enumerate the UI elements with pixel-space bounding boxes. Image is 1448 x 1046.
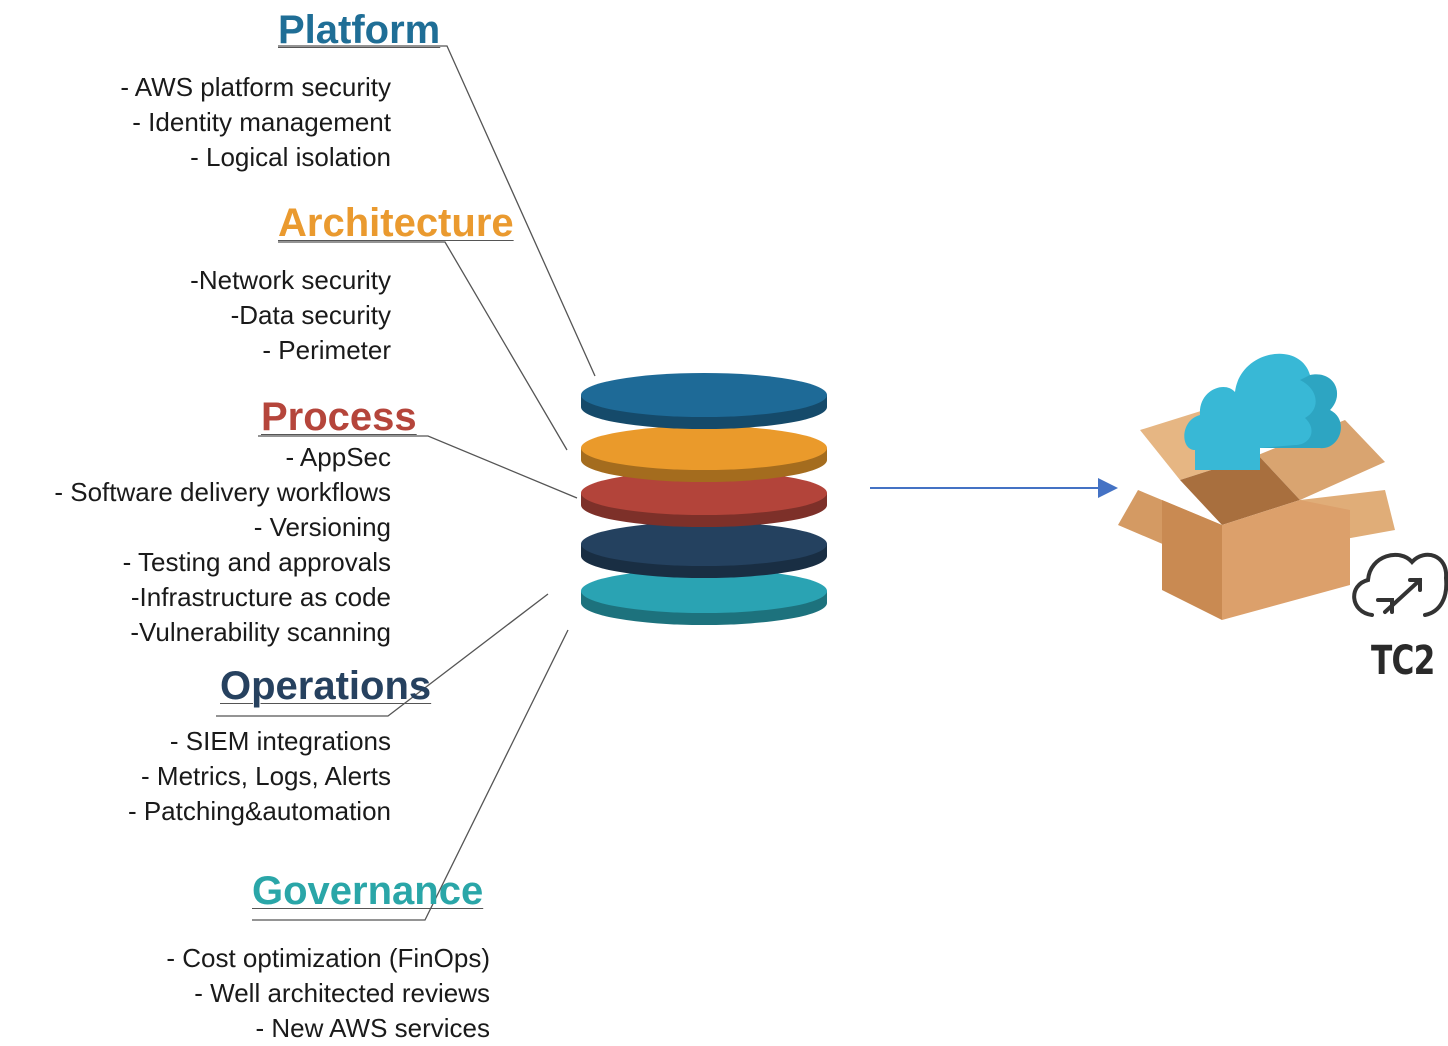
process-layer-disk [581, 471, 827, 515]
architecture-item: -Data security [230, 300, 391, 330]
governance-item: - New AWS services [255, 1013, 490, 1043]
platform-item: - Identity management [132, 107, 391, 137]
process-title: Process [261, 395, 417, 439]
governance-layer-disk [581, 569, 827, 613]
process-items: - AppSec - Software delivery workflows - V… [54, 440, 391, 650]
platform-items: - AWS platform security - Identity manage… [120, 70, 391, 175]
process-item: - Versioning [253, 512, 391, 542]
operations-items: - SIEM integrations - Metrics, Logs, Aler… [128, 724, 391, 829]
platform-heading: Platform [278, 8, 440, 52]
architecture-item: -Network security [190, 265, 391, 295]
architecture-heading: Architecture [278, 201, 514, 245]
operations-item: - SIEM integrations [169, 726, 391, 756]
architecture-items: -Network security -Data security - Perimet… [190, 263, 391, 368]
governance-item: - Cost optimization (FinOps) [166, 943, 490, 973]
platform-layer-disk [581, 373, 827, 417]
architecture-connector [278, 241, 568, 451]
process-item: - Testing and approvals [122, 547, 391, 577]
process-item: - Software delivery workflows [54, 477, 391, 507]
platform-connector [278, 45, 596, 377]
architecture-title: Architecture [278, 201, 514, 245]
operations-item: - Patching&automation [127, 796, 391, 826]
governance-item: - Well architected reviews [194, 978, 490, 1008]
operations-layer-disk [581, 522, 827, 566]
process-connector [258, 435, 578, 499]
governance-heading: Governance [252, 869, 483, 913]
process-item: -Infrastructure as code [130, 582, 391, 612]
platform-title: Platform [278, 8, 441, 52]
process-item: -Vulnerability scanning [130, 617, 391, 647]
governance-connector [252, 629, 569, 921]
governance-title: Governance [252, 869, 484, 913]
architecture-item: - Perimeter [262, 335, 391, 365]
operations-item: - Metrics, Logs, Alerts [141, 761, 391, 791]
tc2-label: TC2 [1371, 638, 1435, 684]
architecture-layer-disk [581, 426, 827, 470]
platform-item: - Logical isolation [190, 142, 391, 172]
process-item: - AppSec [285, 442, 391, 472]
governance-items: - Cost optimization (FinOps) - Well archi… [166, 941, 490, 1046]
cloud-icon [1184, 353, 1341, 470]
operations-connector [216, 593, 549, 717]
platform-item: - AWS platform security [120, 72, 391, 102]
process-heading: Process [261, 395, 417, 439]
operations-title: Operations [220, 664, 432, 708]
operations-heading: Operations [220, 664, 431, 708]
